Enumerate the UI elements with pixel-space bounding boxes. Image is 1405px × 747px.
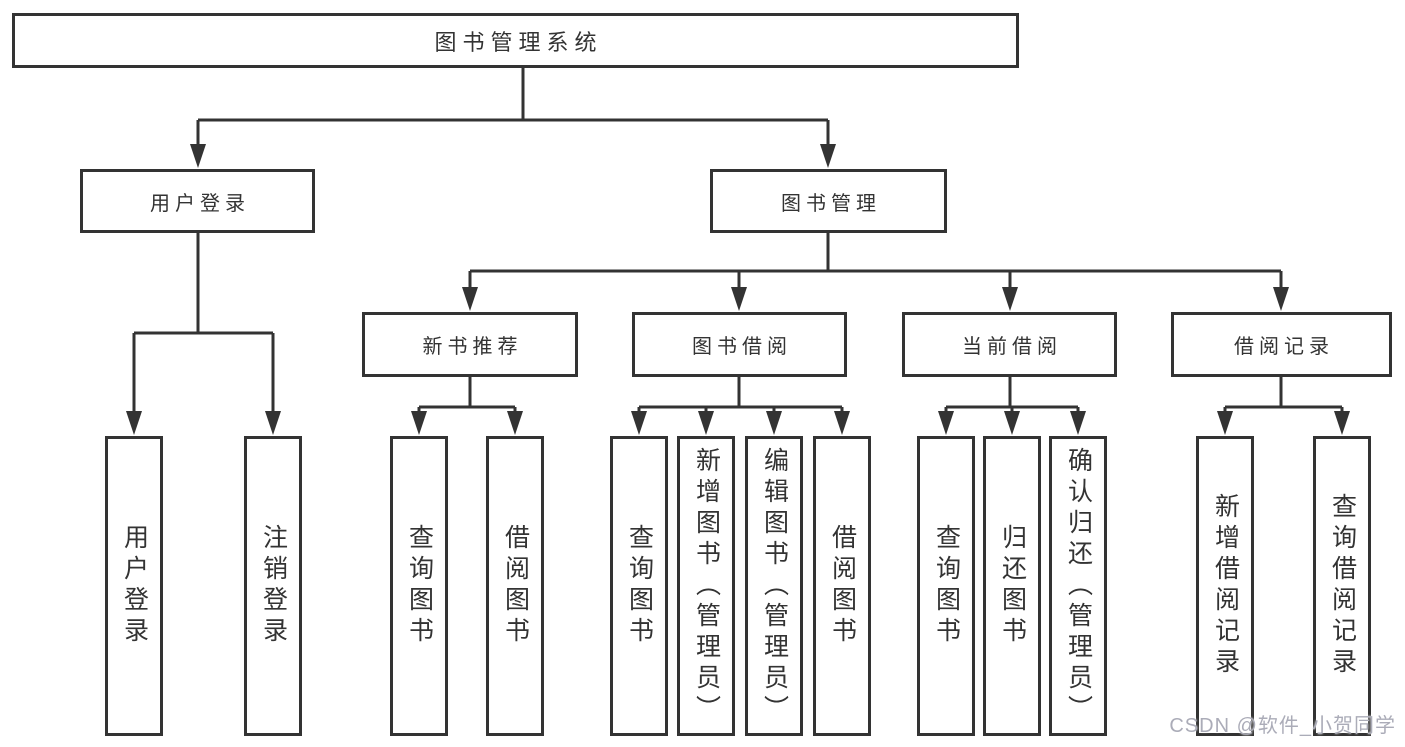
node-book-borrowing-label: 图书借阅 <box>692 336 792 358</box>
node-current-borrowing: 当前借阅 <box>902 312 1117 377</box>
node-new-book-recommend: 新书推荐 <box>362 312 578 377</box>
leaf-query-borrow-record-label: 查询借阅记录 <box>1328 493 1357 679</box>
node-user-login: 用户登录 <box>80 169 315 233</box>
leaf-borrow-books-recommend: 借阅图书 <box>486 436 544 736</box>
leaf-borrow-books-label: 借阅图书 <box>828 524 857 648</box>
node-book-management: 图书管理 <box>710 169 947 233</box>
leaf-add-borrow-record-label: 新增借阅记录 <box>1211 493 1240 679</box>
leaf-query-books-current: 查询图书 <box>917 436 975 736</box>
node-new-book-recommend-label: 新书推荐 <box>422 336 523 358</box>
leaf-user-login: 用户登录 <box>105 436 163 736</box>
leaf-query-books-current-label: 查询图书 <box>932 524 961 648</box>
node-user-login-label: 用户登录 <box>150 192 250 215</box>
node-book-management-label: 图书管理 <box>781 192 881 215</box>
csdn-watermark: CSDN @软件_小贺同学 <box>1169 715 1396 737</box>
leaf-return-books-label: 归还图书 <box>998 524 1027 648</box>
leaf-edit-book-admin-label: 编辑图书（管理员） <box>760 446 789 726</box>
leaf-confirm-return-admin-label: 确认归还（管理员） <box>1064 446 1093 726</box>
leaf-query-books-borrowing-label: 查询图书 <box>625 524 654 648</box>
node-borrowing-records: 借阅记录 <box>1171 312 1392 377</box>
node-library-system-label: 图书管理系统 <box>434 29 603 55</box>
leaf-borrow-books: 借阅图书 <box>813 436 871 736</box>
leaf-query-books-borrowing: 查询图书 <box>610 436 668 736</box>
leaf-query-borrow-record: 查询借阅记录 <box>1313 436 1371 736</box>
leaf-confirm-return-admin: 确认归还（管理员） <box>1049 436 1107 736</box>
leaf-query-books-recommend-label: 查询图书 <box>405 524 434 648</box>
node-current-borrowing-label: 当前借阅 <box>962 336 1062 358</box>
leaf-add-borrow-record: 新增借阅记录 <box>1196 436 1254 736</box>
node-book-borrowing: 图书借阅 <box>632 312 847 377</box>
leaf-add-book-admin-label: 新增图书（管理员） <box>692 446 721 726</box>
leaf-return-books: 归还图书 <box>983 436 1041 736</box>
leaf-add-book-admin: 新增图书（管理员） <box>677 436 735 736</box>
node-library-system: 图书管理系统 <box>12 13 1019 68</box>
leaf-logout: 注销登录 <box>244 436 302 736</box>
leaf-query-books-recommend: 查询图书 <box>390 436 448 736</box>
leaf-edit-book-admin: 编辑图书（管理员） <box>745 436 803 736</box>
leaf-logout-label: 注销登录 <box>259 524 288 648</box>
node-borrowing-records-label: 借阅记录 <box>1234 336 1334 358</box>
leaf-user-login-label: 用户登录 <box>120 524 149 648</box>
leaf-borrow-books-recommend-label: 借阅图书 <box>501 524 530 648</box>
